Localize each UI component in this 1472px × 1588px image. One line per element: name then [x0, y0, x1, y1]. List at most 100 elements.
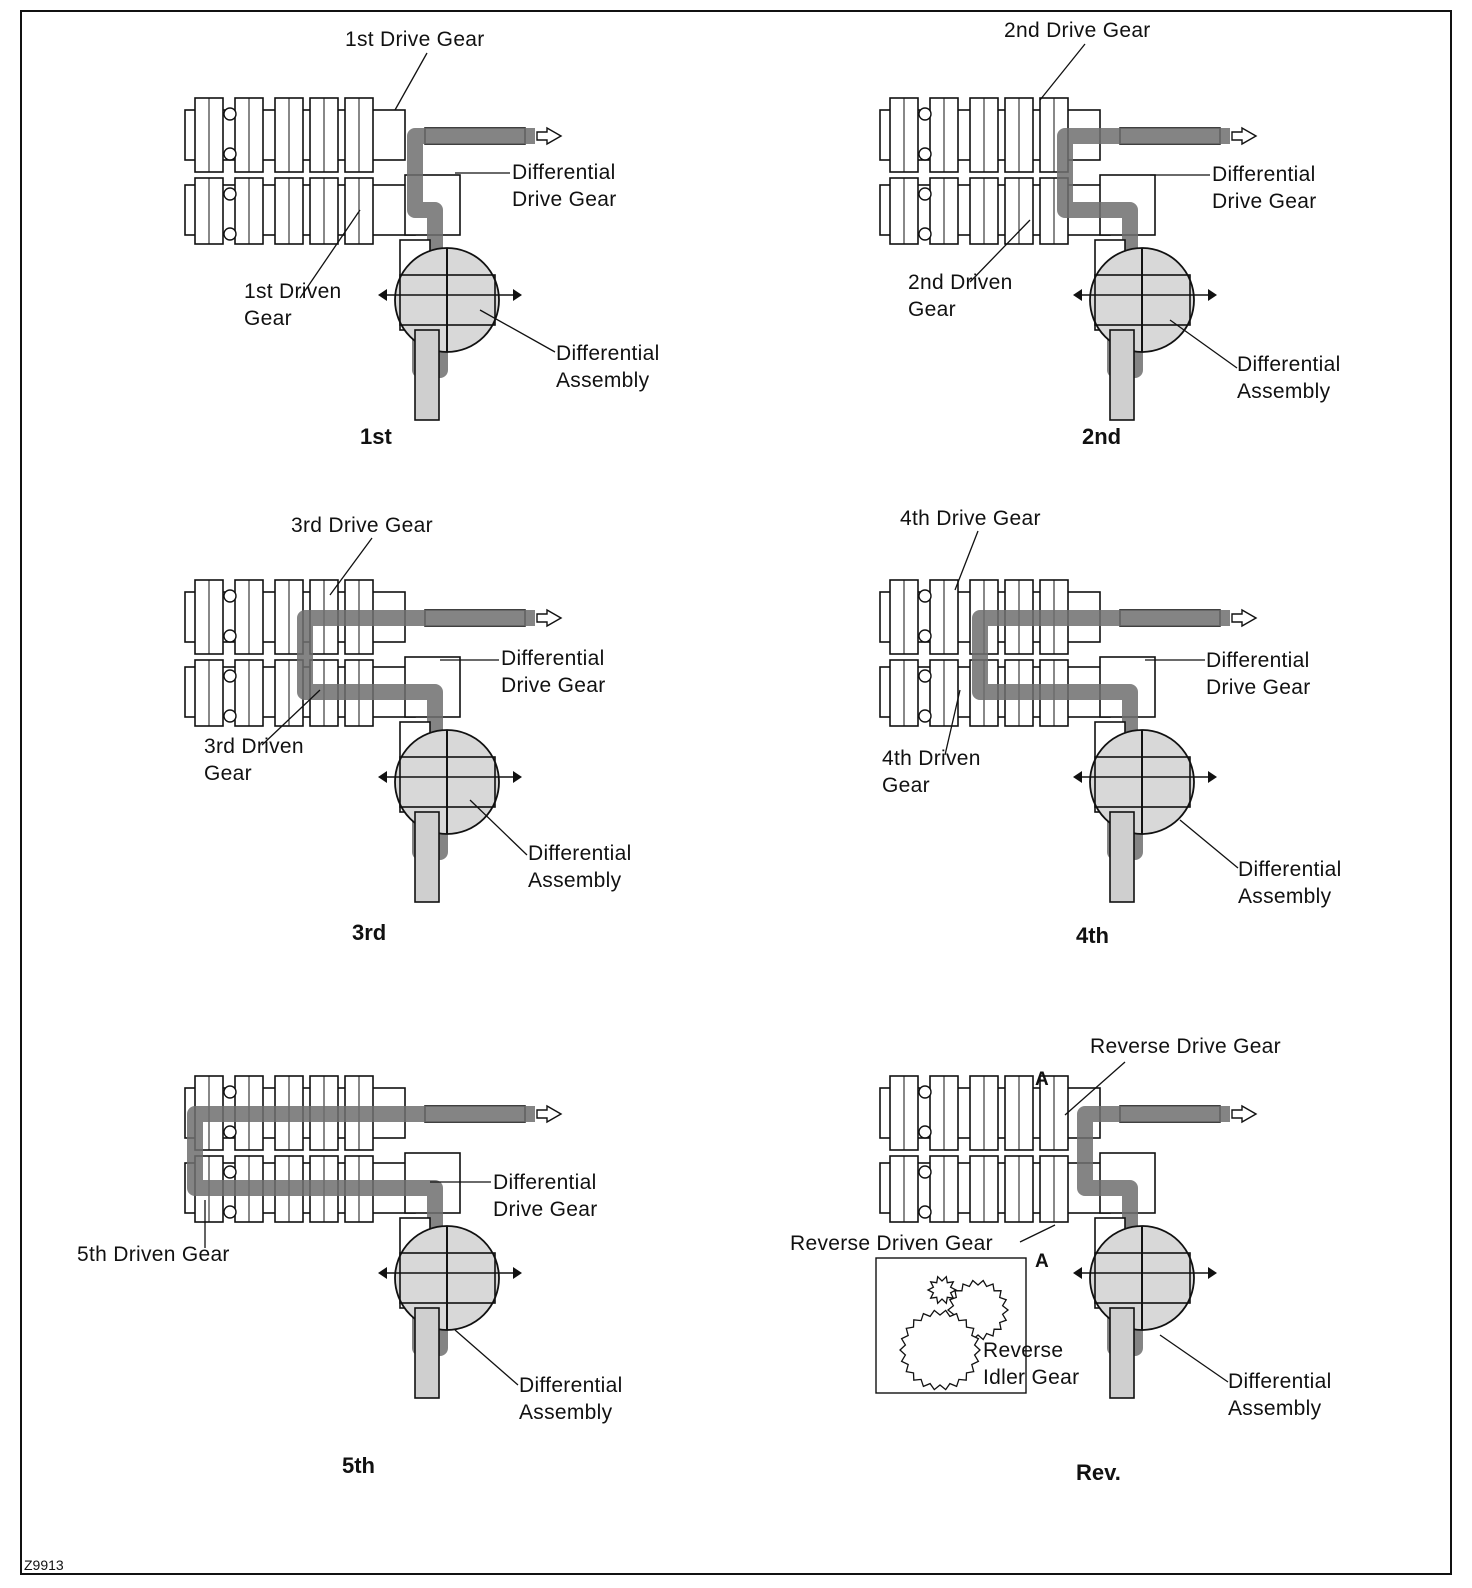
axle-arrow-left	[1073, 771, 1082, 783]
leader-line-7	[1169, 319, 1238, 369]
leader-line-22	[1159, 1334, 1229, 1383]
differential-lower-shaft	[414, 811, 440, 903]
label-5th-driven-gear: 5th Driven Gear	[77, 1243, 230, 1266]
leader-line-14	[944, 689, 961, 756]
axle-arrow-left	[378, 289, 387, 301]
label-1st-drive-gear: 1st Drive Gear	[345, 28, 485, 51]
leader-line-15	[1179, 819, 1239, 869]
caption-3rd: 3rd	[352, 920, 387, 945]
bearing-1	[918, 629, 932, 643]
label-differential-drive-gear-4th: Differential Drive Gear	[1206, 649, 1311, 699]
label-differential-drive-gear-3rd: Differential Drive Gear	[501, 647, 606, 697]
leader-line-10	[261, 689, 321, 746]
caption-5th: 5th	[342, 1453, 375, 1478]
large-gear-icon	[899, 1309, 981, 1391]
bearing-2	[918, 669, 932, 683]
caption-4th: 4th	[1076, 923, 1109, 948]
axle-arrow-right	[513, 289, 522, 301]
transmission-2	[879, 97, 1258, 421]
label-differential-drive-gear-1st: Differential Drive Gear	[512, 161, 617, 211]
bearing-1	[223, 629, 237, 643]
label-differential-drive-gear-5th: Differential Drive Gear	[493, 1171, 598, 1221]
leader-line-19	[1064, 1061, 1126, 1116]
input-arrow-icon	[1231, 608, 1258, 628]
axle-arrow-right	[513, 771, 522, 783]
section-marker-a-bottom: A	[1035, 1251, 1050, 1272]
transmission-5	[184, 1075, 563, 1399]
bearing-1	[223, 1125, 237, 1139]
caption-2nd: 2nd	[1082, 424, 1122, 449]
bearing-2	[918, 187, 932, 201]
input-arrow-icon	[536, 126, 563, 146]
label-2nd-drive-gear: 2nd Drive Gear	[1004, 19, 1151, 42]
bearing-2	[223, 1165, 237, 1179]
bearing-0	[918, 1085, 932, 1099]
bearing-3	[918, 709, 932, 723]
leader-line-4	[1039, 43, 1086, 101]
differential-lower-shaft	[1109, 329, 1135, 421]
caption-1st: 1st	[360, 424, 392, 449]
label-reverse-driven-gear: Reverse Driven Gear	[790, 1232, 993, 1255]
transmission-6	[879, 1075, 1258, 1399]
input-arrow-icon	[536, 608, 563, 628]
bearing-1	[918, 147, 932, 161]
leader-line-6	[969, 219, 1031, 283]
leader-line-12	[954, 530, 979, 591]
bearing-1	[223, 147, 237, 161]
figure-frame	[20, 10, 1452, 1575]
bearing-0	[918, 107, 932, 121]
reverse-idler-inset	[875, 1257, 1027, 1394]
bearing-3	[918, 227, 932, 241]
input-arrow-icon	[536, 1104, 563, 1124]
bearing-2	[223, 187, 237, 201]
bearing-3	[223, 227, 237, 241]
axle-arrow-right	[1208, 289, 1217, 301]
axle-arrow-right	[513, 1267, 522, 1279]
label-4th-drive-gear: 4th Drive Gear	[900, 507, 1041, 530]
label-3rd-driven-gear: 3rd Driven Gear	[204, 735, 304, 785]
axle-arrow-left	[1073, 1267, 1082, 1279]
label-reverse-idler-gear: Reverse Idler Gear	[983, 1339, 1080, 1389]
label-reverse-drive-gear: Reverse Drive Gear	[1090, 1035, 1281, 1058]
leader-line-8	[329, 537, 373, 596]
label-1st-driven-gear: 1st Driven Gear	[244, 280, 342, 330]
transmission-1	[184, 97, 563, 421]
leader-line-11	[469, 799, 528, 856]
axle-arrow-left	[378, 771, 387, 783]
differential-lower-shaft	[1109, 1307, 1135, 1399]
leader-line-0	[394, 52, 428, 111]
bearing-2	[918, 1165, 932, 1179]
bearing-0	[223, 1085, 237, 1099]
leader-line-18	[454, 1329, 519, 1386]
label-4th-driven-gear: 4th Driven Gear	[882, 747, 981, 797]
axle-arrow-left	[378, 1267, 387, 1279]
bearing-0	[918, 589, 932, 603]
label-differential-assembly-3rd: Differential Assembly	[528, 842, 632, 892]
differential-lower-shaft	[414, 1307, 440, 1399]
bearing-2	[223, 669, 237, 683]
label-differential-assembly-4th: Differential Assembly	[1238, 858, 1342, 908]
label-3rd-drive-gear: 3rd Drive Gear	[291, 514, 433, 537]
bearing-3	[223, 709, 237, 723]
differential-lower-shaft	[414, 329, 440, 421]
transmission-3	[184, 579, 563, 903]
section-marker-a-top: A	[1035, 1069, 1050, 1090]
transmission-4	[879, 579, 1258, 903]
bearing-3	[918, 1205, 932, 1219]
bearing-0	[223, 107, 237, 121]
label-differential-assembly-5th: Differential Assembly	[519, 1374, 623, 1424]
label-differential-assembly-1st: Differential Assembly	[556, 342, 660, 392]
input-arrow-icon	[1231, 126, 1258, 146]
label-differential-drive-gear-2nd: Differential Drive Gear	[1212, 163, 1317, 213]
figure-id: Z9913	[24, 1557, 64, 1573]
axle-arrow-right	[1208, 771, 1217, 783]
leader-line-2	[299, 209, 361, 299]
axle-arrow-left	[1073, 289, 1082, 301]
label-differential-assembly-2nd: Differential Assembly	[1237, 353, 1341, 403]
small-gear-icon	[926, 1275, 958, 1305]
bearing-1	[918, 1125, 932, 1139]
leader-line-3	[479, 309, 556, 353]
bearing-3	[223, 1205, 237, 1219]
axle-arrow-right	[1208, 1267, 1217, 1279]
